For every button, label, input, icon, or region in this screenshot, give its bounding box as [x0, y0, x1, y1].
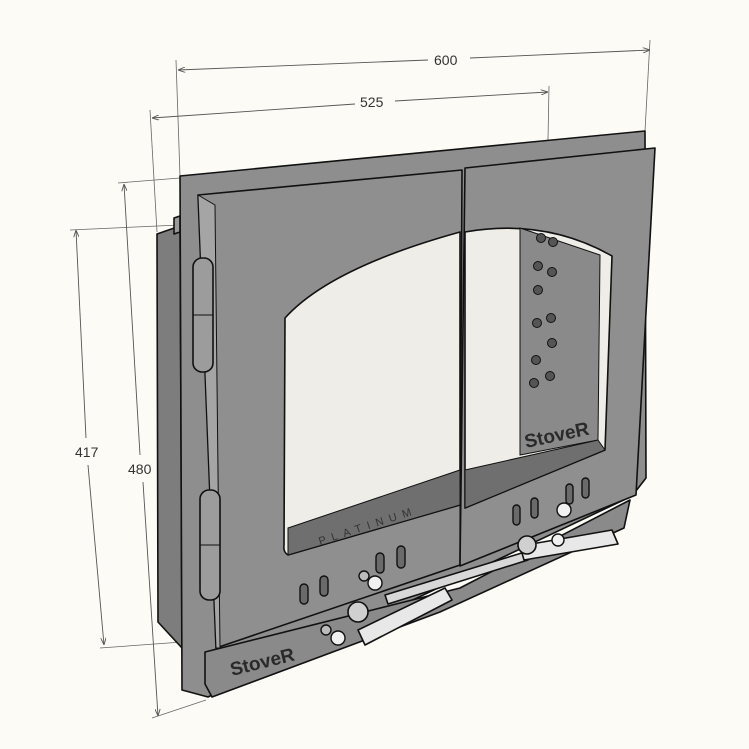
right-handle[interactable] — [517, 529, 619, 561]
hinge-top — [192, 257, 214, 373]
bottom-plate — [204, 499, 631, 698]
left-firebox-floor — [287, 469, 461, 556]
left-handle[interactable] — [347, 587, 453, 646]
dimension-label-600: 600 — [434, 52, 458, 68]
dimension-label-417: 417 — [75, 444, 99, 460]
dimension-label-525: 525 — [360, 94, 384, 110]
dimension-600: 600 — [178, 50, 650, 70]
right-firebox-floor — [464, 439, 606, 509]
air-holes — [529, 233, 558, 388]
hinge-bottom — [199, 489, 221, 601]
air-control-knobs[interactable] — [320, 502, 572, 646]
dimension-525: 525 — [152, 92, 548, 118]
dimension-417: 417 — [75, 230, 104, 645]
back-box-top-tab — [173, 215, 181, 235]
vent-slots — [299, 477, 590, 605]
back-box — [156, 225, 183, 649]
dimension-label-480: 480 — [128, 461, 152, 477]
right-firebox-wall — [519, 227, 601, 456]
dimension-480: 480 — [124, 184, 158, 716]
left-glass — [283, 231, 461, 556]
